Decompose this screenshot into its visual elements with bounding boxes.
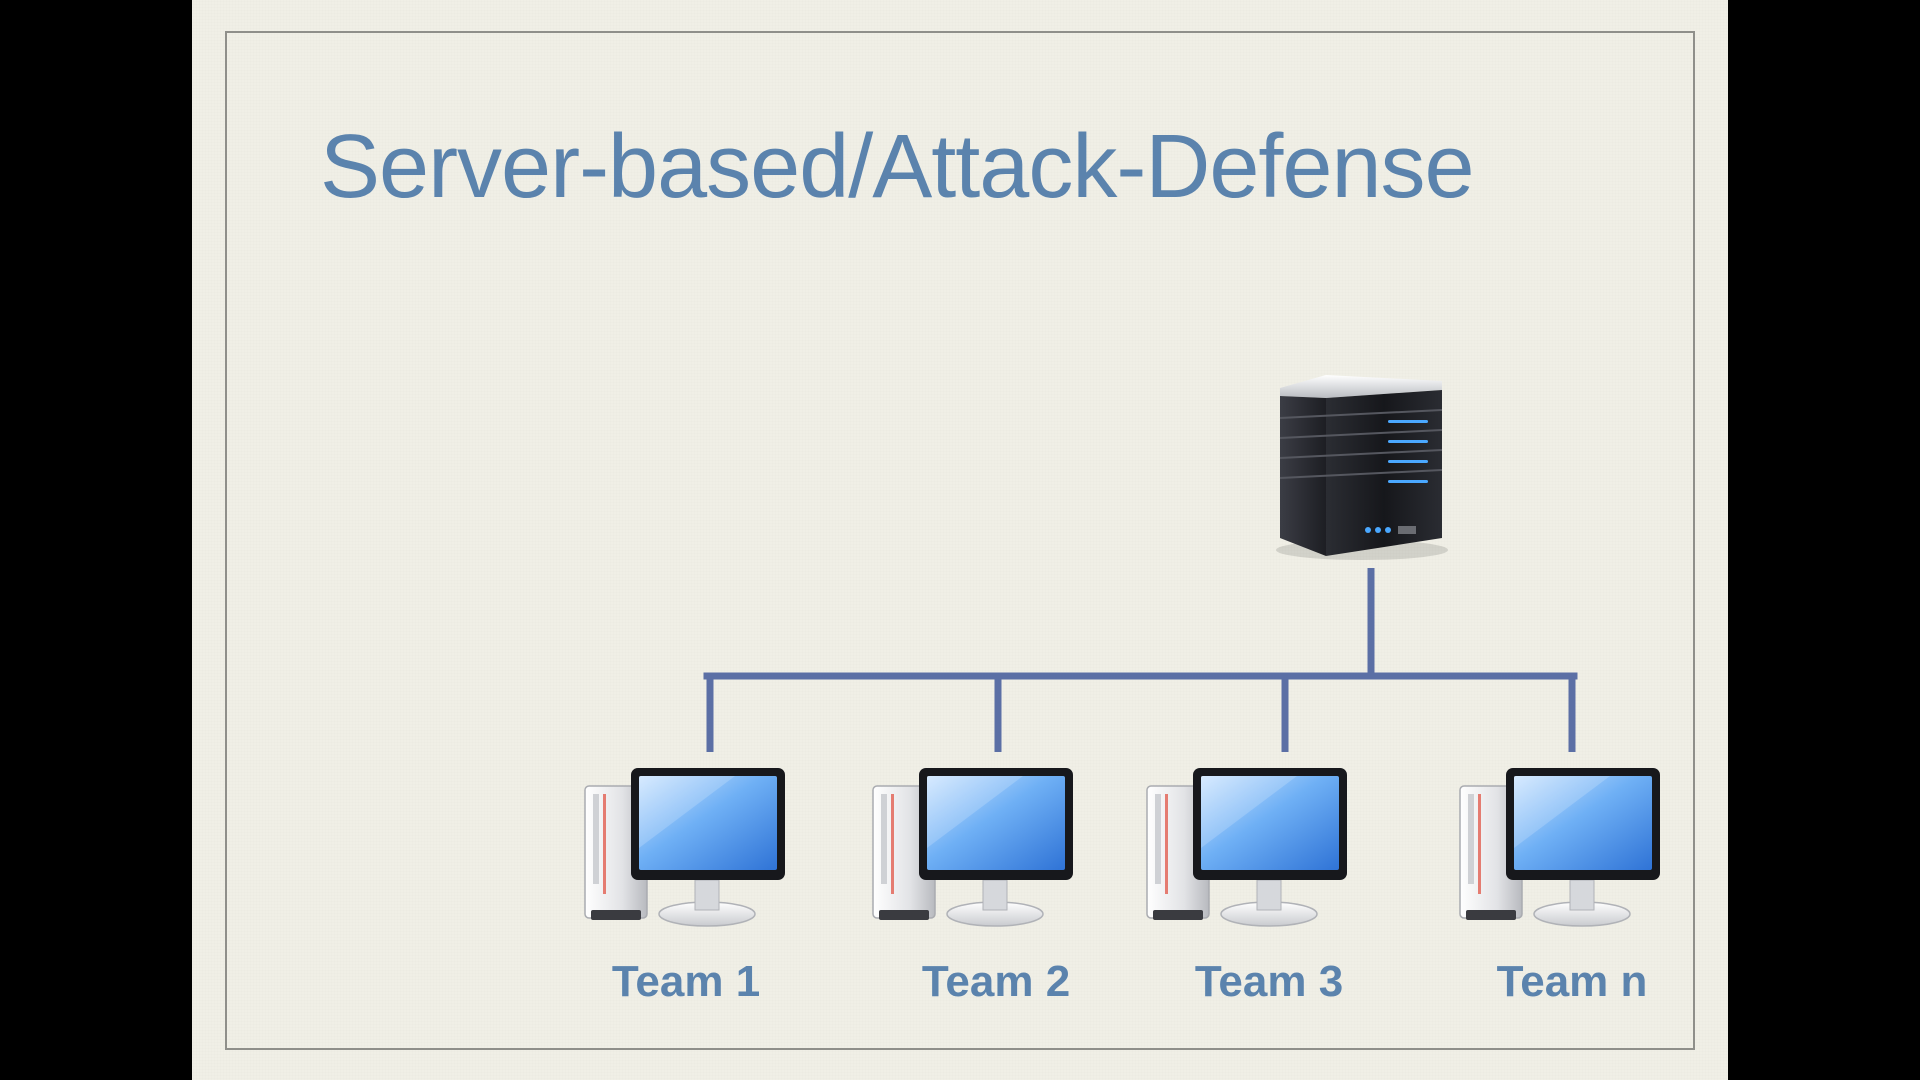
network-diagram: Team 1 Team 2 Team 3 Team n [584, 375, 1661, 1006]
server-icon [1276, 375, 1448, 560]
team-n-computer-icon [1459, 767, 1661, 927]
team-3-computer-icon [1146, 767, 1348, 927]
slide: Server-based/Attack-Defense [192, 0, 1728, 1080]
slide-frame [225, 31, 1695, 1050]
team-1-label: Team 1 [612, 957, 760, 1006]
team-2-computer-icon [872, 767, 1074, 927]
team-2-label: Team 2 [922, 957, 1070, 1006]
team-1-computer-icon [584, 767, 786, 927]
slide-title: Server-based/Attack-Defense [320, 117, 1475, 217]
connector-lines [703, 568, 1578, 752]
team-3-label: Team 3 [1195, 957, 1343, 1006]
team-n-label: Team n [1497, 957, 1648, 1006]
